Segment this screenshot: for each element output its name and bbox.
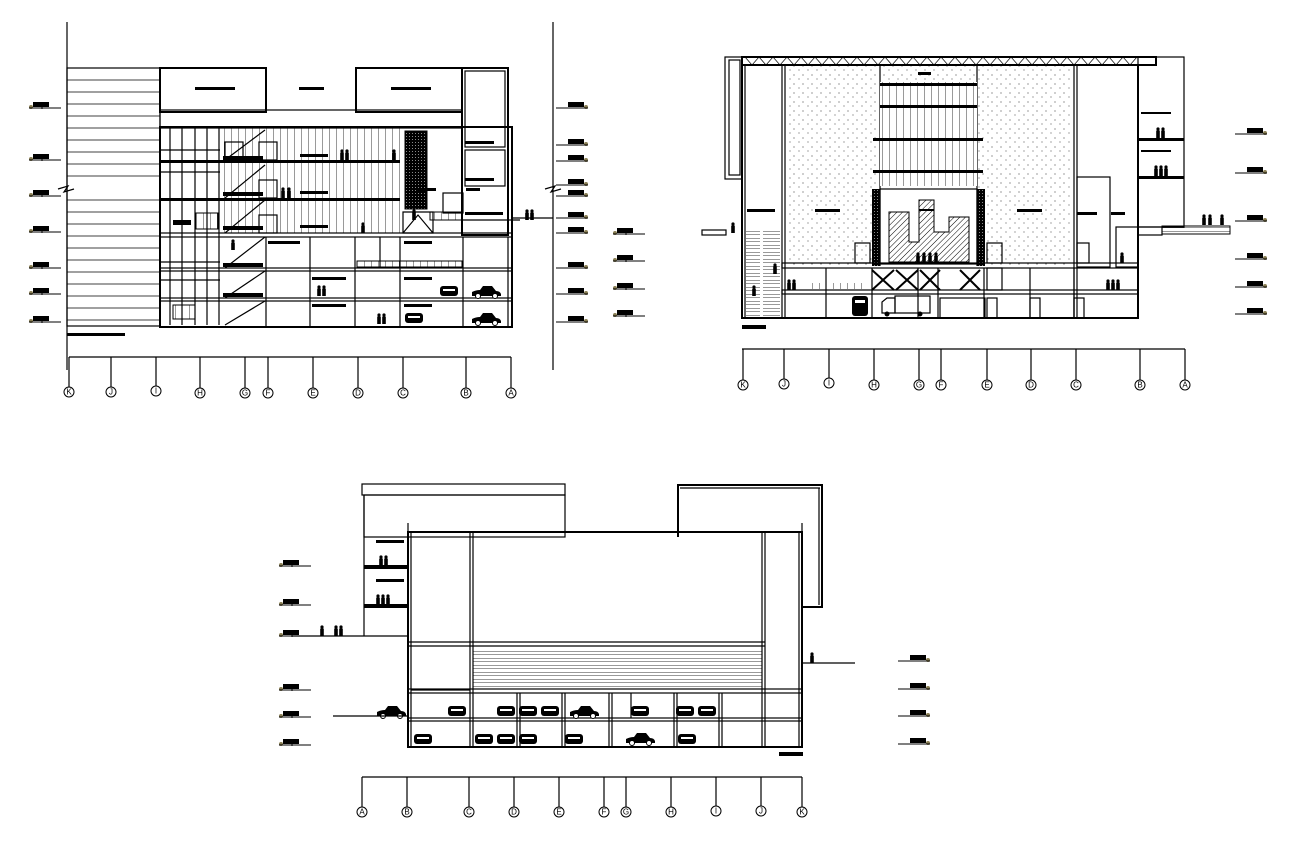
grid-axis-F: F [935,349,947,391]
elevator-shaft [160,128,220,325]
grid-label: F [266,389,271,398]
grid-label: F [602,808,607,817]
grid-label: I [715,807,717,816]
grid-label: G [242,389,248,398]
level-markers-right [1234,127,1268,316]
grid-axis-I: I [150,357,162,397]
grid-axis-J: J [755,777,767,817]
grid-label: G [623,808,629,817]
grid-axis-C: C [397,357,409,399]
grid-axis-E: E [307,357,319,399]
lower-columns [265,237,509,326]
grid-axis-C: C [1070,349,1082,391]
section-3-grid-axes: A B C D E F G H I J K [356,777,808,818]
grid-axis-E: E [553,777,565,818]
parking-columns [516,693,723,747]
grid-axis-A: A [356,777,368,818]
grid-axis-K: K [796,777,808,818]
grid-label: B [1137,381,1142,390]
grid-axis-E: E [981,349,993,391]
grid-axis-I: I [823,349,835,389]
section-2 [701,56,1268,350]
grid-label: I [155,387,157,396]
grid-label: D [511,808,517,817]
grid-label: G [916,381,922,390]
section-1-grid-axes: K J I H G F E D C B A [63,357,517,399]
grid-axis-C: C [463,777,475,818]
grid-axis-I: I [710,777,722,817]
grid-axis-B: B [401,777,413,818]
grid-label: C [400,389,406,398]
section-1 [28,22,646,370]
grid-axis-H: H [868,349,880,391]
grid-label: D [1028,381,1034,390]
grid-axis-D: D [508,777,520,818]
grid-axis-G: G [239,357,251,399]
left-facade-stripes [67,79,160,321]
hanging-louvers [873,82,983,186]
grid-axis-J: J [778,349,790,390]
grid-axis-K: K [737,349,749,391]
grid-axis-D: D [1025,349,1037,391]
grid-axis-B: B [460,357,472,399]
grid-label: J [782,380,786,389]
grid-label: H [871,381,877,390]
grid-axis-H: H [665,777,677,818]
section-3 [278,483,931,778]
grid-label: H [197,389,203,398]
grid-label: J [109,388,113,397]
grid-axis-A: A [1179,349,1191,391]
level-markers-right [897,654,931,746]
truck [881,295,931,317]
grid-label: J [759,807,763,816]
grid-label: E [310,389,315,398]
grid-label: C [1073,381,1079,390]
grid-axis-G: G [913,349,925,391]
grid-axis-A: A [505,357,517,399]
grid-label: E [984,381,989,390]
grid-label: H [668,808,674,817]
grid-label: B [463,389,468,398]
grid-label: A [359,808,365,817]
grid-label: K [799,808,805,817]
grid-label: I [828,379,830,388]
section-2-grid-axes: K J I H G F E D C B A [737,349,1191,391]
grid-axis-D: D [352,357,364,399]
grid-label: E [556,808,561,817]
grid-axis-H: H [194,357,206,399]
grid-axis-J: J [105,357,117,398]
grid-label: A [508,389,514,398]
level-markers-right [555,101,646,324]
grid-axis-F: F [262,357,274,399]
roof-truss [744,56,1138,66]
grid-axis-K: K [63,357,75,398]
grid-axis-F: F [598,777,610,818]
grid-label: D [355,389,361,398]
grid-label: K [66,388,72,397]
grid-label: C [466,808,472,817]
grid-label: F [939,381,944,390]
grid-label: A [1182,381,1188,390]
grid-axis-B: B [1134,349,1146,391]
level-markers-left [278,559,312,747]
grid-label: K [740,381,746,390]
grid-label: B [404,808,409,817]
level-markers-left [28,101,62,324]
grid-axis-G: G [620,777,632,818]
